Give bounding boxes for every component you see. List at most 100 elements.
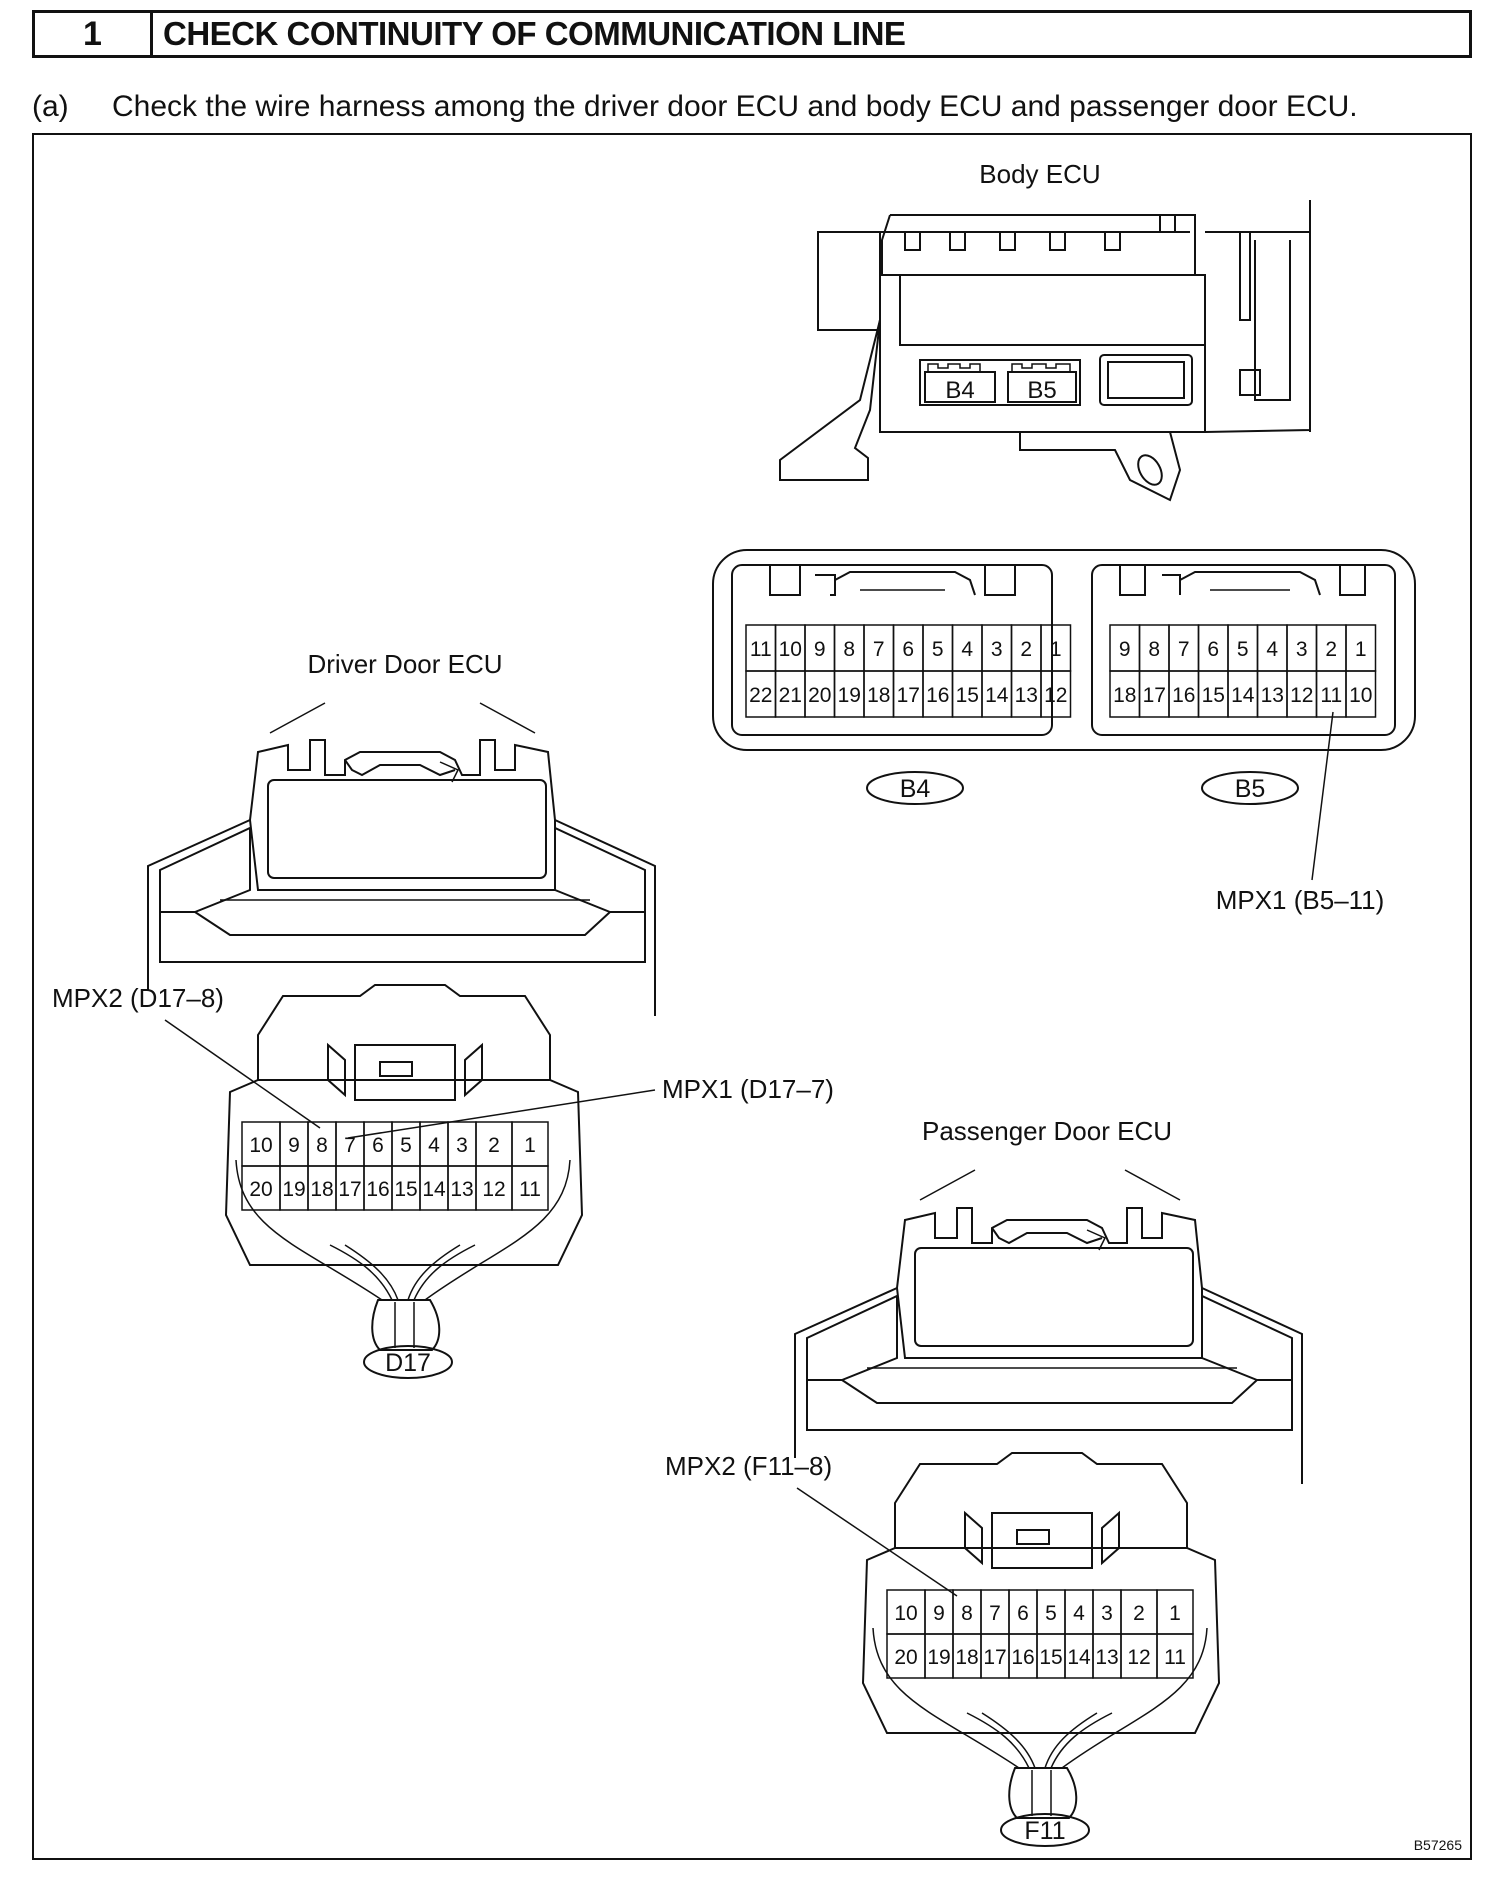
pin-number: 16 xyxy=(1172,684,1195,707)
step-number: 1 xyxy=(35,13,153,55)
pin-number: 2 xyxy=(1133,1602,1145,1625)
pin-number: 11 xyxy=(1164,1646,1186,1669)
pin-number: 17 xyxy=(338,1178,361,1201)
pin-number: 20 xyxy=(808,684,831,707)
pin-number: 8 xyxy=(843,638,855,661)
pin-number: 9 xyxy=(814,638,826,661)
mpx2-f11-leader xyxy=(796,1487,958,1597)
pin-number: 12 xyxy=(1044,684,1067,707)
instruction-text: Check the wire harness among the driver … xyxy=(112,90,1358,123)
pin-number: 13 xyxy=(1015,684,1038,707)
pin-number: 19 xyxy=(927,1646,950,1669)
step-title: CHECK CONTINUITY OF COMMUNICATION LINE xyxy=(163,15,906,52)
pin-number: 11 xyxy=(750,638,772,661)
d17-connector-id: D17 xyxy=(385,1349,431,1377)
pin-number: 7 xyxy=(989,1602,1001,1625)
pin-number: 12 xyxy=(482,1178,505,1201)
pin-number: 4 xyxy=(1073,1602,1085,1625)
pin-number: 15 xyxy=(1039,1646,1062,1669)
b4-connector-id: B4 xyxy=(900,775,931,803)
pin-number: 3 xyxy=(456,1134,468,1157)
pin-number: 11 xyxy=(1320,684,1342,707)
pin-number: 8 xyxy=(961,1602,973,1625)
pin-number: 6 xyxy=(372,1134,384,1157)
pin-number: 15 xyxy=(1202,684,1225,707)
pin-number: 18 xyxy=(310,1178,333,1201)
pin-number: 11 xyxy=(519,1178,541,1201)
pin-cell xyxy=(1156,1633,1194,1679)
pin-cell xyxy=(1040,670,1072,718)
pin-number: 5 xyxy=(1237,638,1249,661)
pin-number: 10 xyxy=(894,1602,917,1625)
b5-label-oval: B5 xyxy=(1201,771,1299,805)
pin-number: 6 xyxy=(1207,638,1219,661)
pin-number: 12 xyxy=(1290,684,1313,707)
mpx2-f11-callout: MPX2 (F11–8) xyxy=(665,1451,832,1481)
pin-number: 8 xyxy=(316,1134,328,1157)
b5-connector-id: B5 xyxy=(1235,775,1266,803)
instruction-marker: (a) xyxy=(32,90,69,123)
pin-number: 19 xyxy=(838,684,861,707)
body-ecu-housing-b5: B5 xyxy=(1027,377,1056,404)
pin-number: 5 xyxy=(1045,1602,1057,1625)
pin-number: 4 xyxy=(428,1134,440,1157)
pin-number: 10 xyxy=(1349,684,1372,707)
pin-number: 14 xyxy=(1231,684,1255,707)
pin-number: 1 xyxy=(1355,638,1367,661)
pin-number: 10 xyxy=(779,638,802,661)
diagram-frame xyxy=(32,133,1472,1860)
pin-number: 17 xyxy=(1143,684,1166,707)
b4-label-oval: B4 xyxy=(866,771,964,805)
pin-number: 5 xyxy=(400,1134,412,1157)
pin-number: 16 xyxy=(366,1178,389,1201)
pin-number: 13 xyxy=(1095,1646,1118,1669)
body-ecu-housing-b4: B4 xyxy=(945,377,974,404)
step-header: 1 CHECK CONTINUITY OF COMMUNICATION LINE xyxy=(32,10,1472,58)
mpx1-b5-callout: MPX1 (B5–11) xyxy=(1216,885,1385,915)
pin-number: 16 xyxy=(926,684,949,707)
pin-number: 7 xyxy=(1178,638,1190,661)
pin-number: 14 xyxy=(422,1178,446,1201)
pin-number: 9 xyxy=(933,1602,945,1625)
pin-number: 15 xyxy=(956,684,979,707)
mpx1-b5-leader xyxy=(1311,711,1334,881)
mpx1-d17-callout: MPX1 (D17–7) xyxy=(662,1074,834,1104)
pin-number: 16 xyxy=(1011,1646,1034,1669)
f11-connector-id: F11 xyxy=(1024,1817,1065,1845)
pin-number: 4 xyxy=(961,638,973,661)
pin-number: 21 xyxy=(779,684,802,707)
pin-number: 17 xyxy=(983,1646,1006,1669)
pin-number: 20 xyxy=(249,1178,272,1201)
body-ecu-title: Body ECU xyxy=(979,159,1100,189)
pin-number: 14 xyxy=(1067,1646,1091,1669)
instruction: (a) Check the wire harness among the dri… xyxy=(32,90,1358,124)
pin-number: 2 xyxy=(488,1134,500,1157)
driver-door-ecu-title: Driver Door ECU xyxy=(307,649,502,679)
pin-number: 13 xyxy=(450,1178,473,1201)
pin-number: 6 xyxy=(902,638,914,661)
pin-number: 7 xyxy=(344,1134,356,1157)
mpx1-d17-leader xyxy=(347,1089,656,1139)
pin-number: 19 xyxy=(282,1178,305,1201)
pin-number: 14 xyxy=(985,684,1009,707)
pin-cell xyxy=(1345,670,1377,718)
pin-number: 3 xyxy=(991,638,1003,661)
pin-cell xyxy=(511,1165,549,1211)
pin-number: 6 xyxy=(1017,1602,1029,1625)
pin-number: 17 xyxy=(897,684,920,707)
pin-number: 2 xyxy=(1020,638,1032,661)
pin-number: 15 xyxy=(394,1178,417,1201)
passenger-door-ecu-title: Passenger Door ECU xyxy=(922,1116,1172,1146)
